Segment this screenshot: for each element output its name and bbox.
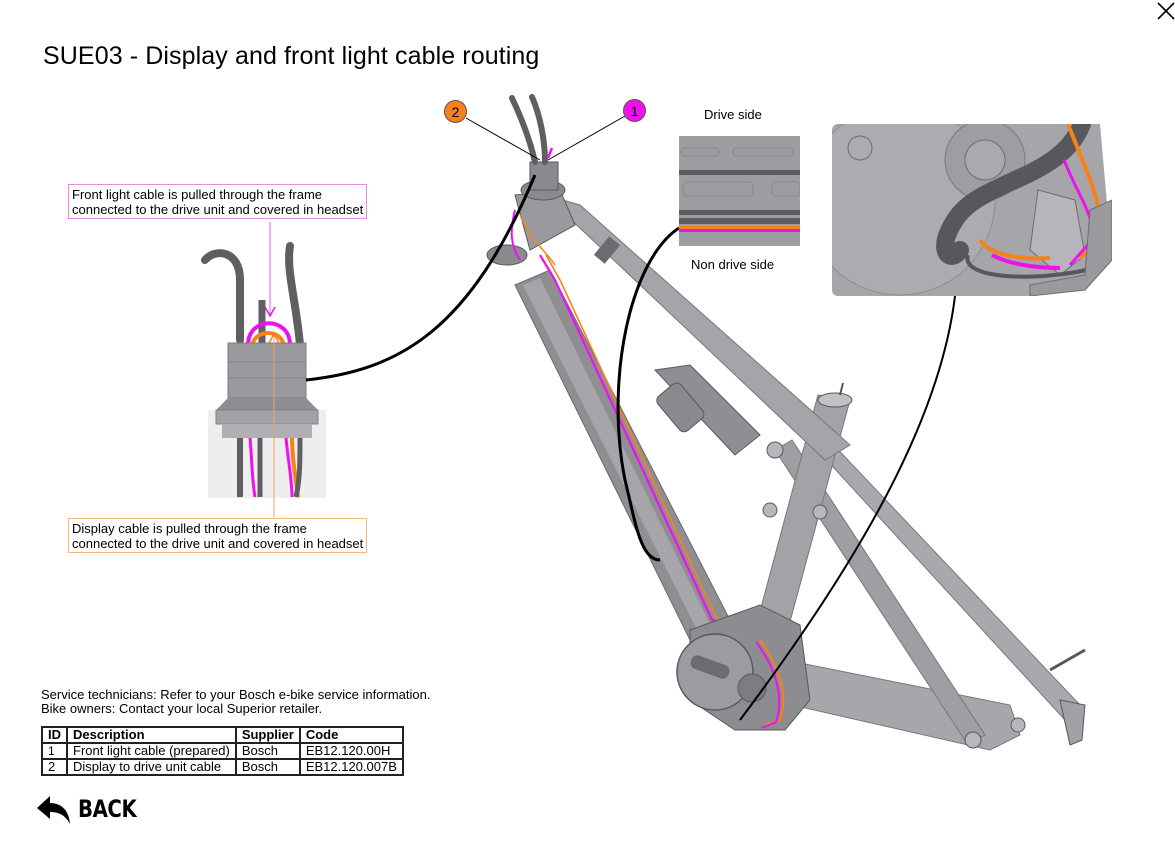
header-description: Description: [66, 726, 237, 744]
front-light-arrowhead: [264, 306, 276, 318]
headset-ring: [215, 409, 319, 425]
service-note: Service technicians: Refer to your Bosch…: [41, 688, 430, 716]
headset-detail: [201, 222, 326, 518]
headset-bearing: [216, 398, 318, 410]
top-tube: [544, 194, 851, 461]
table-row: 1 Front light cable (prepared) Bosch EB1…: [41, 742, 404, 760]
cell-code: EB12.120.00H: [298, 742, 404, 760]
display-callout-line1: Display cable is pulled through the fram…: [72, 521, 307, 536]
parts-table-header: ID Description Supplier Code: [41, 726, 404, 744]
cables-exiting-headset: [509, 95, 538, 165]
display-callout: Display cable is pulled through the fram…: [68, 518, 368, 553]
drive-unit-detail: [832, 124, 1112, 296]
drive-side-label: Drive side: [704, 107, 762, 122]
lower-headset-cup: [486, 244, 528, 266]
display-arrowhead: [268, 332, 280, 344]
non-drive-side-label: Non drive side: [691, 257, 775, 272]
cell-description: Front light cable (prepared): [66, 742, 237, 760]
cell-id: 1: [41, 742, 68, 760]
headset-teeth: [222, 424, 312, 438]
header-id: ID: [41, 726, 68, 744]
close-icon: [1157, 2, 1175, 20]
main-frame: [486, 94, 1086, 751]
headset-zoom-leader: [305, 174, 537, 382]
rear-axle: [1049, 648, 1086, 672]
parts-table: ID Description Supplier Code 1 Front lig…: [41, 726, 404, 776]
front-light-callout-line2: connected to the drive unit and covered …: [72, 202, 364, 217]
detail-cable-left: [201, 249, 244, 344]
display-callout-line2: connected to the drive unit and covered …: [72, 536, 364, 551]
badge-1-leader: [547, 115, 626, 161]
back-label: BACK: [78, 795, 137, 823]
header-code: Code: [298, 726, 404, 744]
detail-front-light-loop: [246, 321, 292, 346]
headset-cup: [227, 342, 307, 399]
close-button[interactable]: [1152, 0, 1175, 22]
motor-zoom-leader: [739, 295, 956, 721]
cell-code: EB12.120.007B: [298, 758, 404, 776]
badge-2-leader: [465, 117, 541, 161]
header-supplier: Supplier: [234, 726, 301, 744]
badge-display-cable: 2: [444, 100, 467, 123]
back-button[interactable]: BACK: [36, 793, 149, 825]
cell-supplier: Bosch: [234, 758, 301, 776]
back-arrow-icon: [37, 796, 70, 824]
cell-id: 2: [41, 758, 68, 776]
service-note-technicians: Service technicians: Refer to your Bosch…: [41, 687, 431, 702]
service-note-owners: Bike owners: Contact your local Superior…: [41, 701, 323, 716]
cable-section-detail: [679, 136, 800, 246]
detail-cable-right: [285, 242, 304, 349]
table-row: 2 Display to drive unit cable Bosch EB12…: [41, 758, 404, 776]
cell-supplier: Bosch: [234, 742, 301, 760]
front-light-cable-route: [539, 254, 761, 642]
front-light-callout: Front light cable is pulled through the …: [68, 184, 368, 219]
rocker-link: [774, 439, 986, 746]
strip-zoom-leader: [616, 226, 680, 562]
cell-description: Display to drive unit cable: [66, 758, 237, 776]
page-title: SUE03 - Display and front light cable ro…: [43, 42, 540, 70]
badge-front-light-cable: 1: [623, 99, 646, 122]
front-light-callout-line1: Front light cable is pulled through the …: [72, 187, 323, 202]
